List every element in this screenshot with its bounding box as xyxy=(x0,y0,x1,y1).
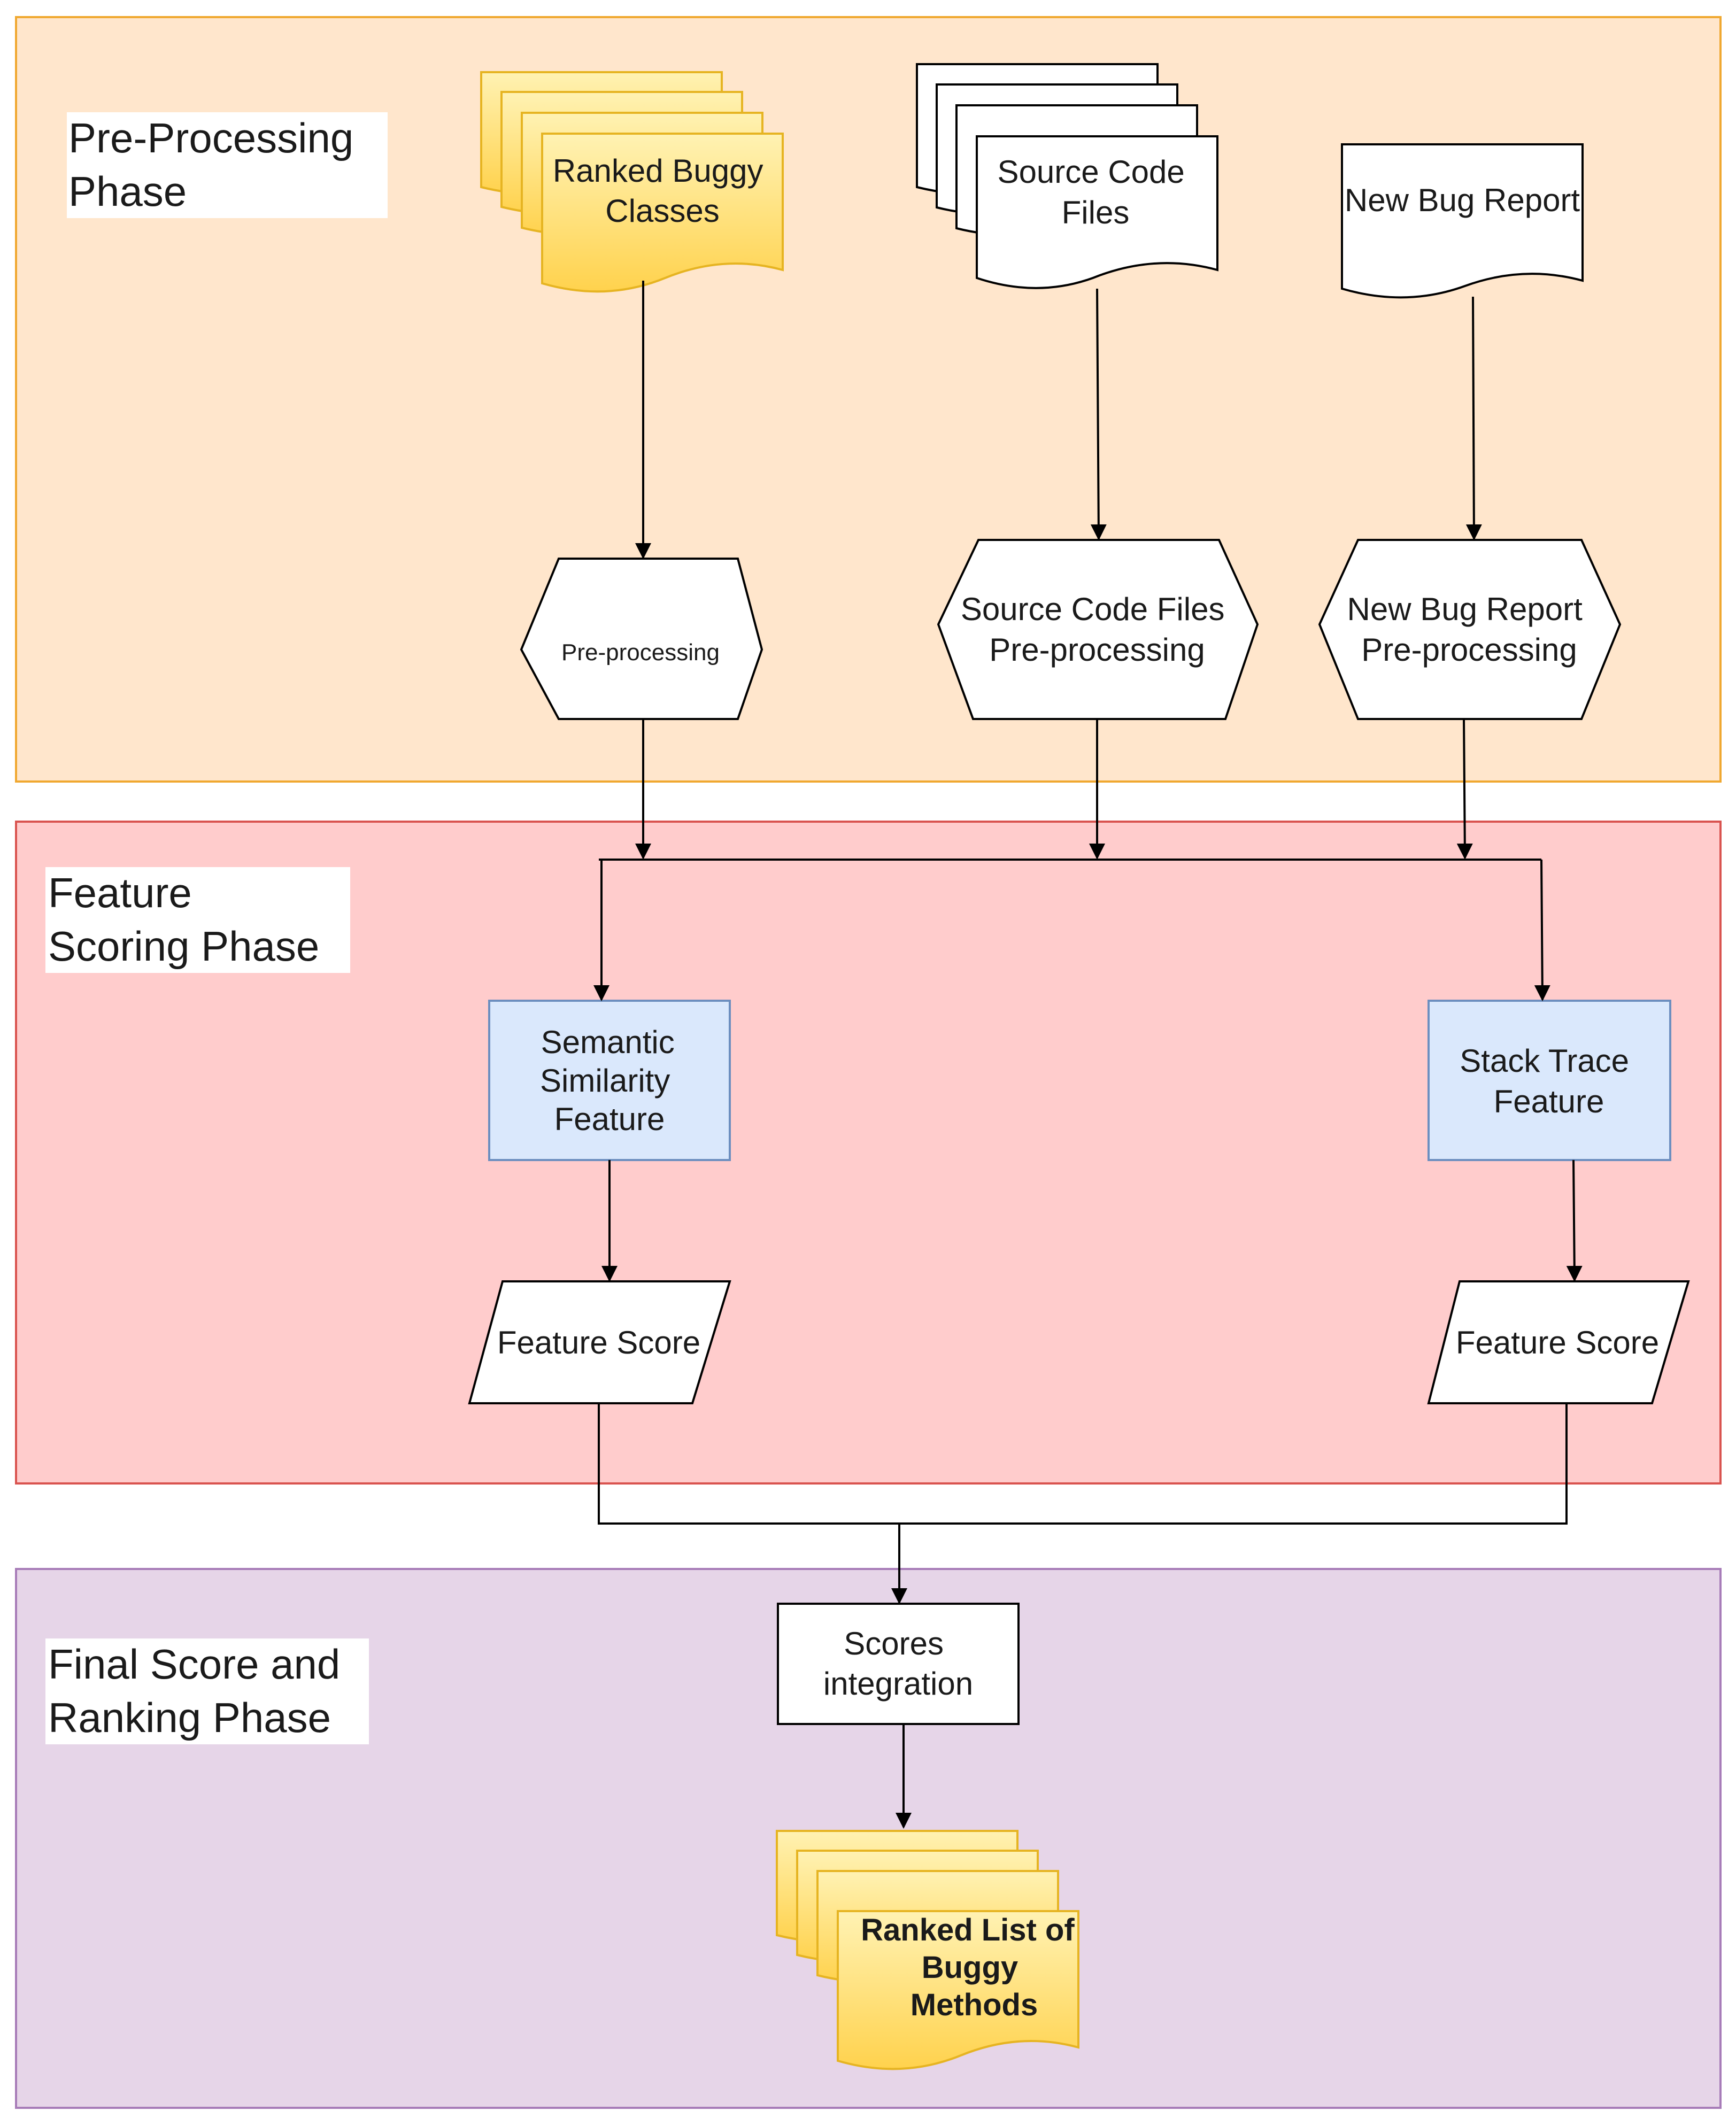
scores-integration-box xyxy=(777,1603,1020,1725)
stack-trace-feature-label: Stack Trace Feature xyxy=(1460,1043,1638,1119)
source-code-preprocessing-hexagon xyxy=(937,539,1259,720)
arrow-source-to-preprocessing xyxy=(1090,288,1107,540)
source-code-files-label: Source Code Files xyxy=(998,154,1194,230)
semantic-feature-score-label: Feature Score xyxy=(497,1325,700,1360)
stack-trace-feature-score-label: Feature Score xyxy=(1456,1325,1659,1360)
arrow-bus-to-stacktrace xyxy=(1534,859,1550,1001)
arrow-bugreport-to-preprocessing xyxy=(1465,296,1482,540)
connectors xyxy=(593,281,1583,1829)
ranked-list-buggy-methods-document xyxy=(776,1830,1079,2070)
source-code-files-document xyxy=(916,63,1218,289)
new-bug-report-document xyxy=(1341,143,1584,299)
ranked-list-buggy-methods-label: Ranked List of Buggy Methods xyxy=(861,1913,1083,2022)
semantic-feature-score-parallelogram xyxy=(468,1280,731,1404)
arrow-stacktrace-to-score xyxy=(1566,1159,1583,1282)
ranked-buggy-classes-label: Ranked Buggy Classes xyxy=(553,153,772,229)
feature-scoring-phase-label: Feature Scoring Phase xyxy=(48,869,319,970)
preprocessing-phase-label: Pre-Processing Phase xyxy=(68,114,365,215)
final-phase-label: Final Score and Ranking Phase xyxy=(48,1641,352,1741)
source-code-preprocessing-label: Source Code Files Pre-processing xyxy=(961,591,1233,668)
bug-report-preprocessing-label: New Bug Report Pre-processing xyxy=(1347,591,1592,668)
semantic-similarity-feature-label: Semantic Similarity Feature xyxy=(540,1024,683,1137)
new-bug-report-label: New Bug Report xyxy=(1345,182,1580,218)
classes-preprocessing-label: Pre-processing xyxy=(561,639,720,666)
ranked-buggy-classes-document xyxy=(480,71,784,293)
merge-line xyxy=(598,1403,1568,1525)
scores-integration-label: Scores integration xyxy=(823,1626,973,1702)
arrow-bugreport-pre-to-bus xyxy=(1456,718,1473,860)
bug-report-preprocessing-hexagon xyxy=(1318,539,1622,720)
classes-preprocessing-hexagon xyxy=(520,558,763,720)
stack-trace-feature-score-parallelogram xyxy=(1427,1280,1690,1404)
stack-trace-feature-box xyxy=(1428,1000,1671,1161)
semantic-similarity-feature-box xyxy=(488,1000,731,1161)
